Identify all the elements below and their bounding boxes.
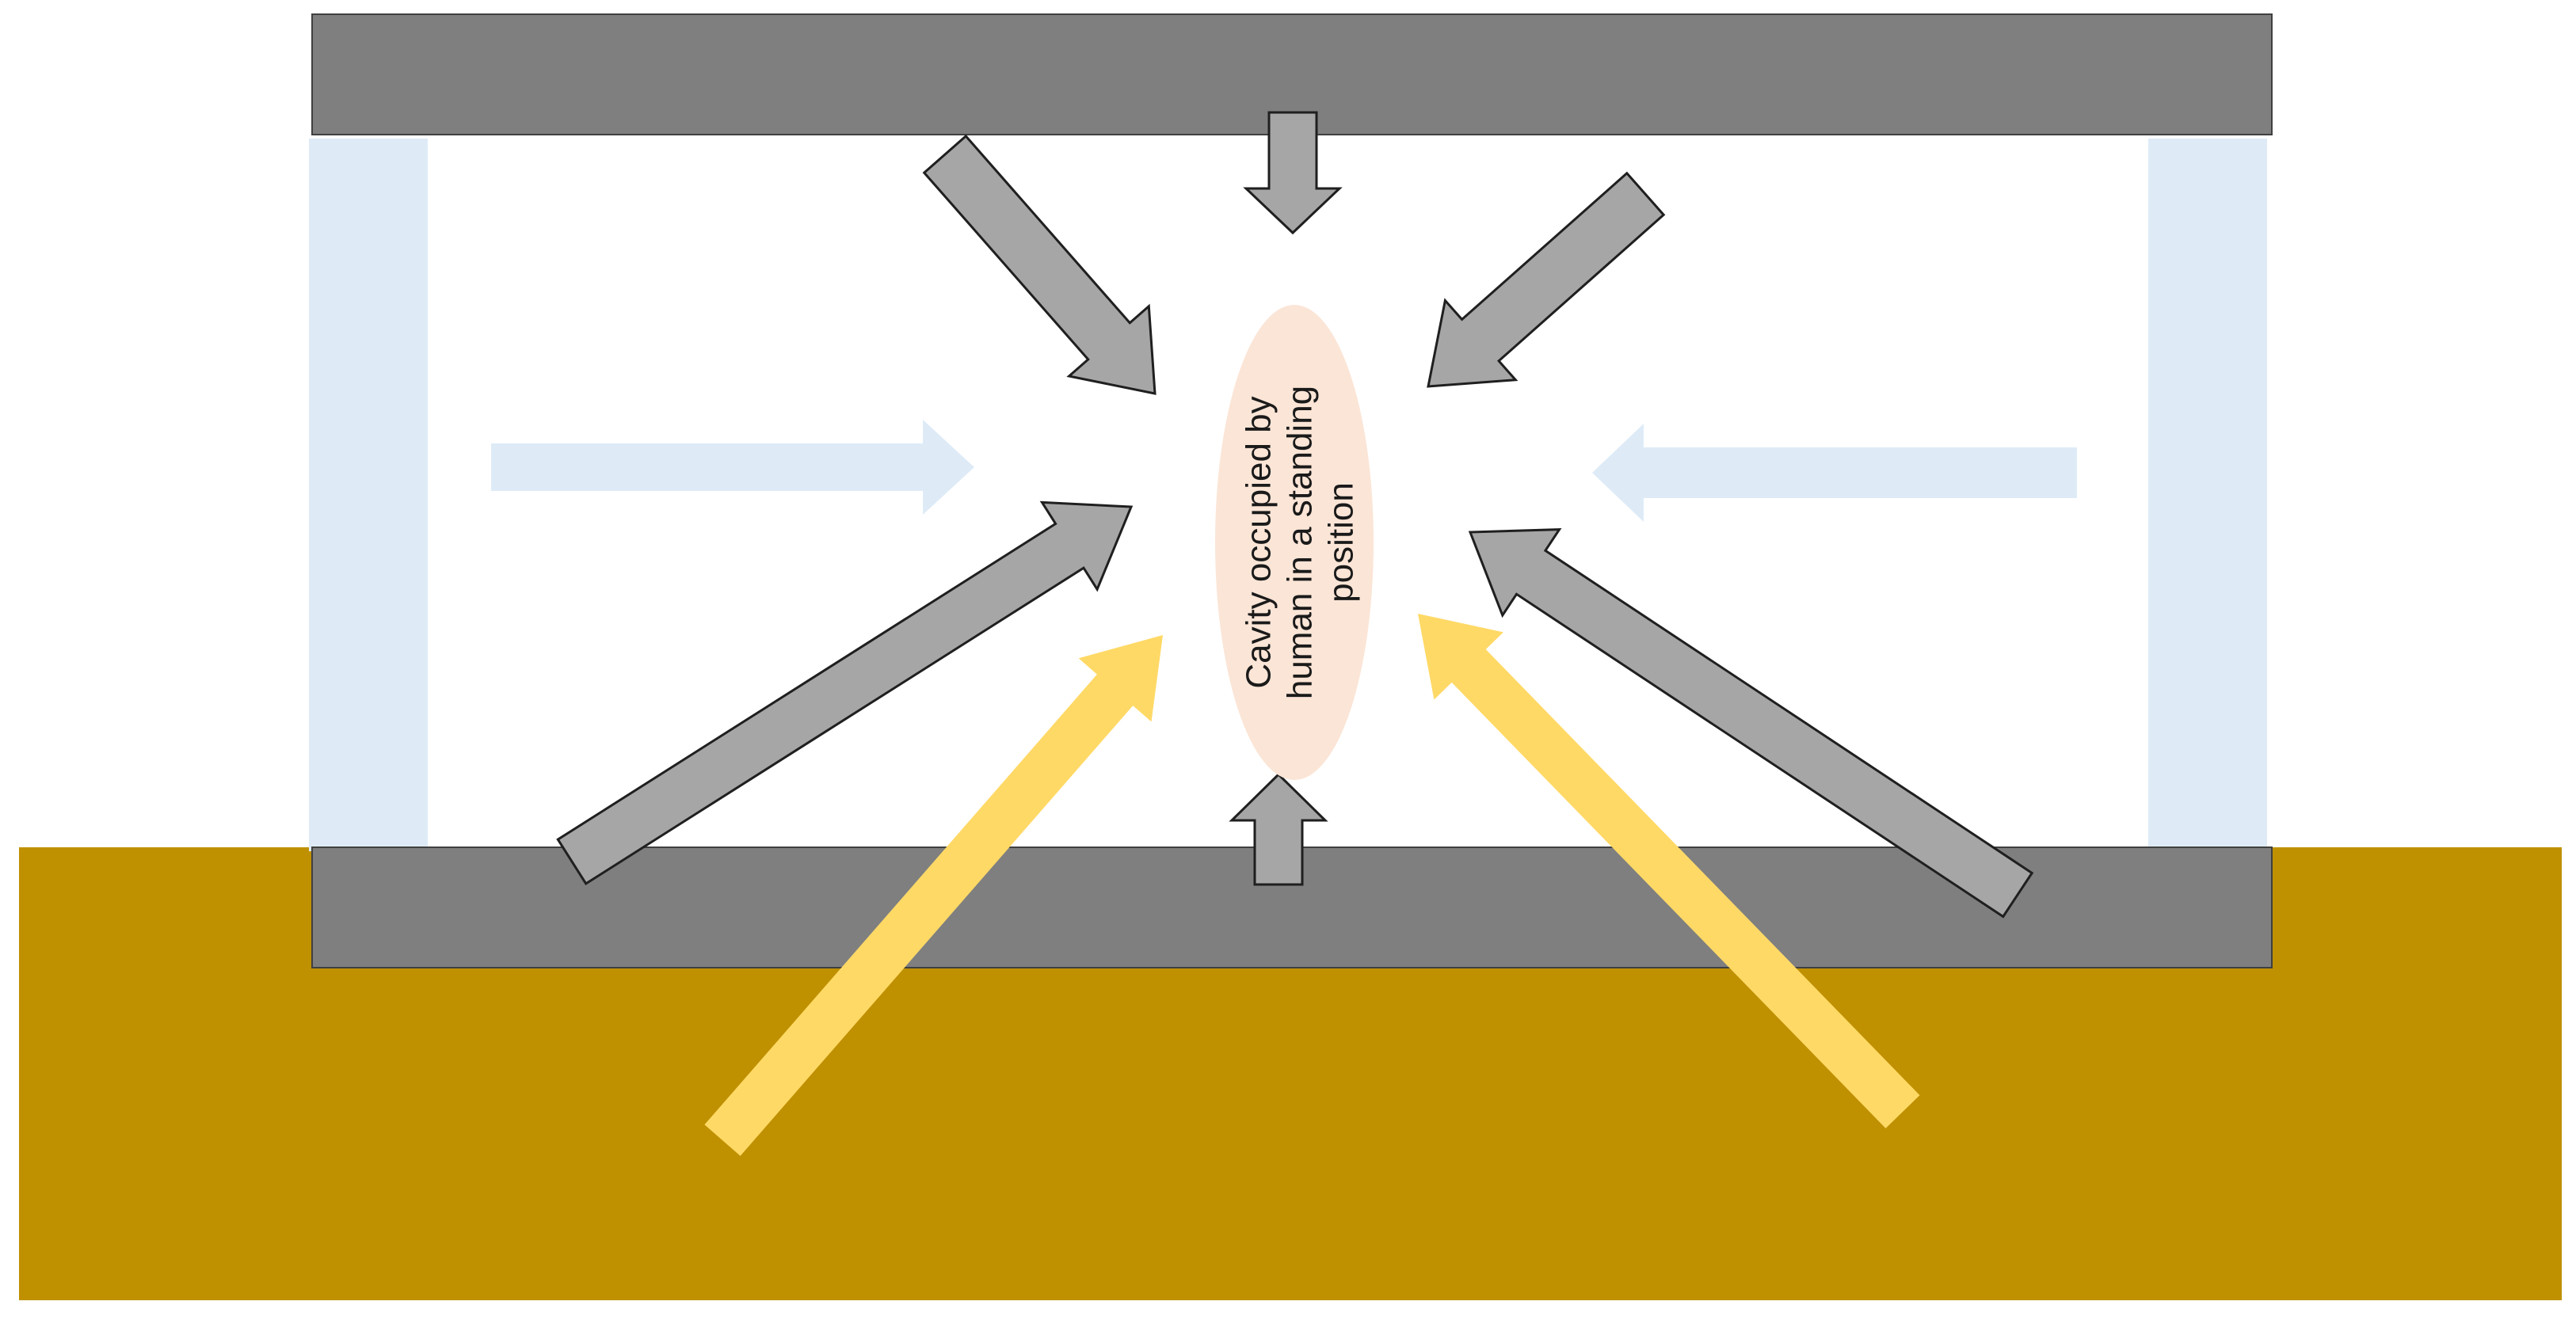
grey-arrow-top-left xyxy=(922,134,1157,395)
cavity-label: Cavity occupied by human in a standing p… xyxy=(1240,386,1361,699)
cavity-label-line-1: Cavity occupied by xyxy=(1240,396,1278,688)
top-grey-arrow xyxy=(1243,111,1343,235)
grey-arrow-top-right xyxy=(1427,171,1666,388)
grey-arrows xyxy=(556,134,2034,919)
right-wall xyxy=(2148,139,2267,851)
right-blue-arrow xyxy=(1592,424,2077,522)
yellow-arrows xyxy=(704,614,1920,1156)
grey-arrow-bottom-right xyxy=(1468,528,2034,919)
cavity-ellipse xyxy=(1215,305,1374,780)
yellow-arrow-right xyxy=(1418,614,1920,1128)
cavity-label-line-3: position xyxy=(1322,482,1361,603)
grey-arrow-bottom-left xyxy=(556,500,1134,885)
bottom-grey-arrow xyxy=(1229,772,1328,886)
yellow-arrow-left xyxy=(704,635,1163,1156)
left-wall xyxy=(309,139,428,851)
cavity-label-line-2: human in a standing xyxy=(1281,386,1320,699)
left-blue-arrow xyxy=(491,420,974,515)
